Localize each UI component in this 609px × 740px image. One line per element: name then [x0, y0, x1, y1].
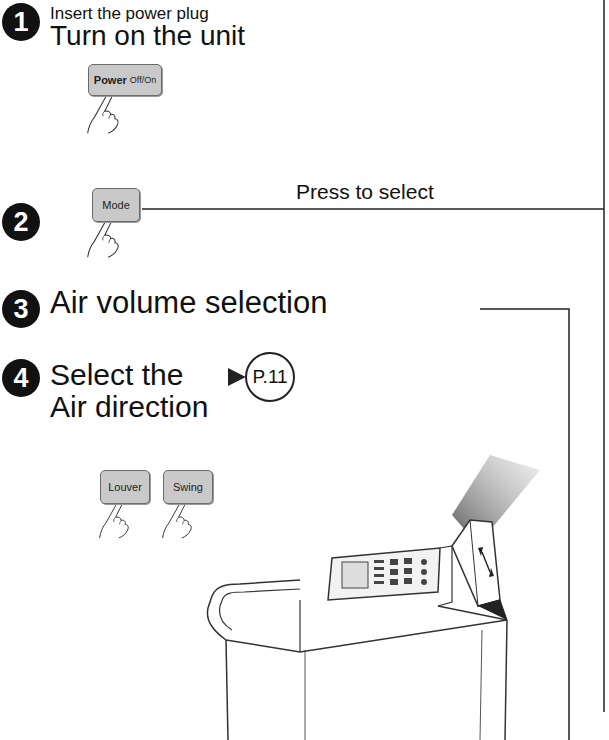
step-heading: Turn on the unit [50, 21, 245, 51]
step-number: 4 [2, 359, 40, 397]
step-heading: Select the Air direction [50, 359, 226, 424]
step-marker: 1Insert the power plugTurn on the unit [2, 3, 246, 52]
instruction-label: Press to select [296, 180, 434, 204]
button-label: Power [94, 74, 127, 86]
step-marker: 4 Select the Air direction [2, 359, 226, 424]
button-label: Off/On [130, 75, 156, 85]
page-reference: P.11 [245, 352, 295, 402]
button-key: Mode [92, 188, 140, 222]
button-key: PowerOff/On [88, 64, 162, 96]
reference-arrow [228, 376, 244, 378]
step-number: 2 [2, 203, 40, 241]
button-key: Louver [100, 470, 150, 504]
step-marker: 3Air volume selection [2, 290, 328, 328]
page-number: P.11 [252, 366, 287, 388]
button-label: Louver [108, 481, 142, 493]
button-key: Swing [163, 470, 213, 504]
step-number: 3 [2, 290, 40, 328]
button-label: Swing [173, 481, 203, 493]
button-label: Mode [102, 199, 130, 211]
step-number: 1 [2, 3, 40, 41]
step-marker: 2 [2, 203, 40, 241]
step-heading: Air volume selection [50, 286, 327, 319]
